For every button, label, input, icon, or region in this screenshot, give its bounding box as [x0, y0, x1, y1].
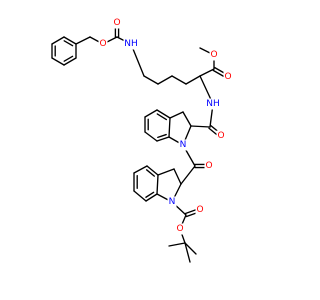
- double-bond-line: [63, 57, 77, 66]
- single-bond: [157, 168, 175, 176]
- nitrogen-atom-label: NH: [124, 39, 138, 49]
- atom-label-background: [98, 38, 108, 50]
- single-bond: [171, 75, 187, 85]
- double-bond-inner-line: [145, 169, 155, 177]
- single-bond: [133, 190, 147, 202]
- double-bond-inner-line: [145, 191, 155, 198]
- molecule-structure-diagram: O O NH O O NH O N O N O O: [51, 17, 233, 263]
- single-bond: [75, 36, 91, 45]
- single-bond: [169, 111, 184, 119]
- atom-label-background: [209, 49, 219, 61]
- single-bond: [184, 242, 197, 255]
- double-bond-inner-line: [157, 133, 167, 139]
- single-bond: [51, 36, 65, 45]
- single-bond: [143, 75, 159, 85]
- atom-label-background: [175, 223, 185, 235]
- oxygen-atom-label: O: [205, 161, 212, 171]
- atom-label-background: [204, 160, 214, 172]
- oxygen-atom-label: O: [176, 224, 183, 234]
- single-bond: [190, 125, 211, 128]
- oxygen-atom-label: O: [224, 72, 231, 82]
- single-bond: [144, 131, 158, 142]
- single-bond: [51, 57, 65, 66]
- double-bond-line: [146, 165, 159, 176]
- atom-label-background: [205, 98, 221, 110]
- double-bond-line: [156, 109, 171, 119]
- oxygen-atom-label: O: [217, 131, 224, 141]
- single-bond: [168, 242, 186, 247]
- single-bond: [144, 109, 158, 118]
- double-bond-line: [156, 136, 170, 142]
- single-bond: [184, 242, 191, 263]
- bonds-layer: [51, 22, 230, 263]
- atom-labels-layer: O O NH O O NH O N O N O O: [98, 17, 233, 235]
- nitrogen-atom-label: NH: [206, 99, 220, 109]
- double-bond-line: [63, 36, 77, 45]
- atom-label-background: [223, 71, 233, 83]
- single-bond: [168, 117, 171, 138]
- single-bond: [199, 68, 215, 77]
- single-bond: [156, 174, 159, 195]
- atom-label-background: [216, 130, 226, 142]
- double-bond-line: [145, 193, 158, 202]
- oxygen-atom-label: O: [99, 39, 106, 49]
- oxygen-atom-label: O: [210, 50, 217, 60]
- single-bond: [157, 75, 173, 85]
- single-bond: [133, 165, 148, 174]
- atom-label-background: [123, 38, 139, 50]
- nitrogen-atom-label: N: [180, 140, 187, 150]
- single-bond: [185, 75, 201, 85]
- atom-label-background: [195, 204, 205, 216]
- double-bond-inner-line: [63, 40, 74, 47]
- single-bond: [182, 111, 192, 127]
- single-bond: [173, 168, 182, 185]
- atom-label-background: [112, 17, 122, 29]
- atom-label-background: [178, 139, 188, 151]
- double-bond-inner-line: [156, 113, 168, 121]
- single-bond: [180, 165, 196, 185]
- atom-label-background: [167, 196, 177, 208]
- double-bond-inner-line: [63, 55, 74, 62]
- nitrogen-atom-label: N: [169, 197, 176, 207]
- oxygen-atom-label: O: [196, 205, 203, 215]
- oxygen-atom-label: O: [113, 18, 120, 28]
